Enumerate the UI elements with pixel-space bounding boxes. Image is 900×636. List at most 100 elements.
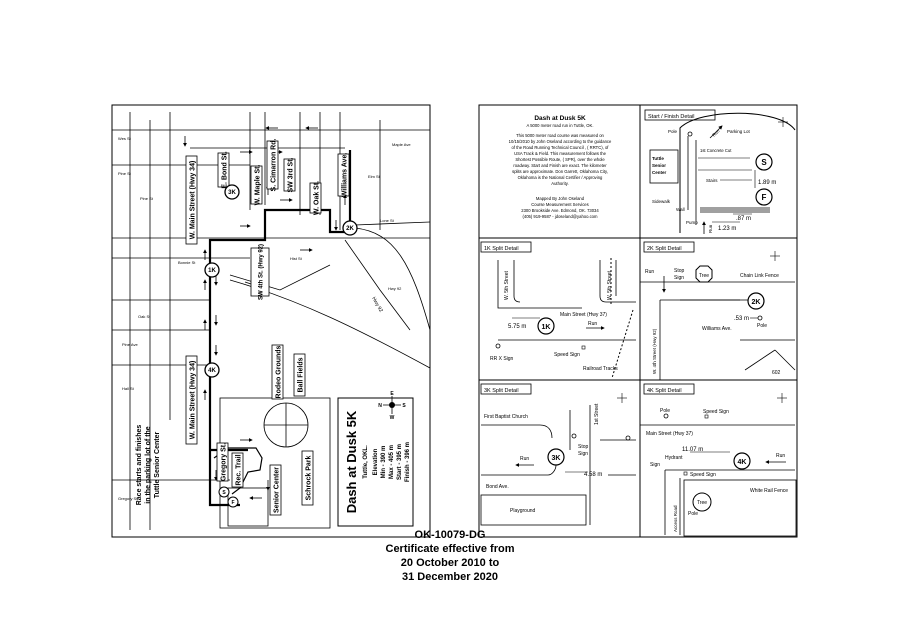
svg-text:Pine Ave: Pine Ave — [122, 342, 138, 347]
title-box — [337, 397, 414, 527]
main-street-north-label: W. Main Street (Hwy 34) — [190, 161, 197, 240]
split-3k-detail: 3K Split Detail First Baptist Church 1st… — [480, 383, 636, 526]
svg-text:Senior: Senior — [652, 163, 666, 168]
start-marker-circle — [755, 153, 773, 171]
sw-4th-street-label: SW 4th St. (Hwy 92) — [259, 244, 265, 300]
elevation-start: Start - 395 m — [397, 444, 403, 480]
pole-icon-2k — [757, 315, 763, 321]
tree-icon — [695, 265, 713, 283]
svg-text:Center: Center — [652, 170, 667, 175]
gregory-street-label: Gregory St. — [221, 443, 228, 481]
sf-run-label: Run — [711, 128, 721, 138]
split-2k-stop-sign: Stop Sign — [674, 268, 685, 281]
svg-text:N: N — [378, 403, 382, 409]
ball-field-diamond — [263, 402, 309, 448]
split-2k-detail: 2K Split Detail Run Stop Sign Tree Chain… — [640, 241, 796, 380]
split-2k-williams: Williams Ave. — [702, 326, 732, 332]
split-3k-dist: 4.58 m — [584, 472, 602, 478]
building-label: Tuttle Senior Center — [652, 156, 667, 175]
start-finish-detail: Start / Finish Detail Tuttle Senior Cent… — [644, 109, 796, 234]
hwy-92-diagonal — [344, 221, 431, 331]
svg-text:in the parking lot of the: in the parking lot of the — [145, 426, 152, 503]
cimarron-road-label: S. Cimarron Rd. — [271, 139, 278, 192]
svg-text:S: S — [402, 403, 406, 409]
split-3k-bond: Bond Ave. — [486, 484, 509, 490]
marker-4k-circle — [204, 362, 220, 378]
split-3k-church: First Baptist Church — [484, 414, 528, 420]
split-4k-main: Main Street (Hwy 37) — [646, 431, 693, 437]
marker-finish-circle — [227, 496, 239, 508]
marker-1k-label: 1K — [208, 268, 216, 274]
svg-text:roadway. Start and Finish are: roadway. Start and Finish are exact. The… — [513, 163, 607, 168]
sf-run-label-2: Run — [708, 224, 713, 233]
minor-street-labels: Wes St Pine St Pine St Bonnie St Oak St … — [118, 136, 411, 501]
race-note: Race starts and finishes in the parking … — [136, 425, 161, 506]
svg-text:Pine St: Pine St — [118, 171, 132, 176]
svg-text:Mapped By John Oseland: Mapped By John Oseland — [536, 196, 585, 201]
split-4k-fence: White Rail Fence — [750, 488, 788, 494]
sf-dist-finish: .87 m — [736, 216, 751, 222]
split-1k-detail: 1K Split Detail W. 5th Street W. 5th Str… — [480, 241, 636, 379]
sf-concrete-cut-label: 1st Concrete Cut — [700, 148, 732, 153]
pole-icon — [687, 131, 693, 137]
marker-start-circle — [218, 486, 230, 498]
left-map-frame — [111, 104, 431, 538]
split-2k-pole: Pole — [757, 323, 767, 329]
sf-wall-label: Wall — [676, 207, 685, 212]
map-title: Dash at Dusk 5K — [344, 410, 359, 513]
split-4k-compass-icon — [777, 393, 787, 403]
split-3k-run: Run — [520, 456, 529, 462]
certificate-id: OK-10079-DG — [414, 529, 486, 541]
split-1k-run: Run — [588, 321, 597, 327]
svg-text:2300 Brookside Ave. Edmond, OK: 2300 Brookside Ave. Edmond, OK. 73034 — [521, 208, 599, 213]
svg-text:W: W — [390, 415, 395, 421]
finish-marker-label: F — [762, 193, 767, 202]
svg-text:of the Road Running Technical: of the Road Running Technical Council , … — [512, 145, 610, 150]
compass-rose-icon: E W S N — [378, 391, 406, 421]
svg-text:Sign: Sign — [674, 275, 684, 281]
svg-text:Shortest Possible Route, ( SPR: Shortest Possible Route, ( SPR), over th… — [515, 157, 605, 162]
mapped-by-block: Mapped By John Oseland Course Measuremen… — [521, 196, 599, 219]
split-1k-dist: 5.75 m — [508, 324, 526, 330]
finish-marker-circle — [755, 188, 773, 206]
description-body: This 5000 meter road course was measured… — [509, 133, 612, 186]
split-2k-street: W. 4th Street (Hwy 92) — [652, 328, 657, 374]
split-3k-playground: Playground — [510, 508, 536, 514]
split-4k-marker: 4K — [738, 459, 747, 466]
tuttle-senior-center-building — [649, 149, 679, 184]
sf-dist-bottom: 1.23 m — [718, 226, 736, 232]
svg-text:Pine St: Pine St — [140, 196, 154, 201]
certificate-caption: OK-10079-DG Certificate effective from 2… — [300, 528, 600, 584]
split-3k-title: 3K Split Detail — [484, 388, 519, 394]
split-4k-tree: Tree — [697, 500, 707, 506]
split-4k-sign: Sign — [650, 462, 660, 468]
senior-center-label: Senior Center — [274, 467, 281, 513]
speed-sign-icon — [581, 345, 586, 350]
split-3k-marker: 3K — [552, 455, 561, 462]
svg-text:(405) 919-9587 - jdoseland@yah: (405) 919-9587 - jdoseland@yahoo.com — [522, 214, 598, 219]
elevation-min: Min - 390 m — [381, 446, 387, 479]
split-2k-run: Run — [645, 269, 654, 275]
svg-text:Stop: Stop — [578, 444, 589, 450]
rr-sign-icon — [495, 343, 501, 349]
split-4k-speed-sign: Speed Sign — [703, 409, 729, 415]
marker-3k-label: 3K — [228, 190, 236, 196]
sf-sidewalk-label: Sidewalk — [652, 199, 671, 204]
elevation-max: Max - 405 m — [389, 445, 395, 479]
split-3k-compass-icon — [617, 393, 627, 403]
elevation-finish: Finish - 396 m — [405, 442, 411, 482]
split-4k-run: Run — [776, 453, 785, 459]
svg-text:Authority.: Authority. — [551, 181, 568, 186]
sf-parking-label: Parking Lot — [727, 129, 751, 134]
svg-text:Lone St: Lone St — [380, 218, 395, 223]
marker-2k-circle — [342, 220, 358, 236]
svg-text:Oak St: Oak St — [138, 314, 151, 319]
split-4k-pole2: Pole — [688, 511, 698, 517]
williams-avenue-label: Williams Ave. — [342, 153, 349, 198]
svg-text:Hall St: Hall St — [122, 386, 135, 391]
sf-compass-icon — [778, 117, 788, 127]
marker-2k-label: 2K — [346, 226, 354, 232]
marker-1k-circle — [204, 262, 220, 278]
street-grid — [112, 112, 431, 530]
